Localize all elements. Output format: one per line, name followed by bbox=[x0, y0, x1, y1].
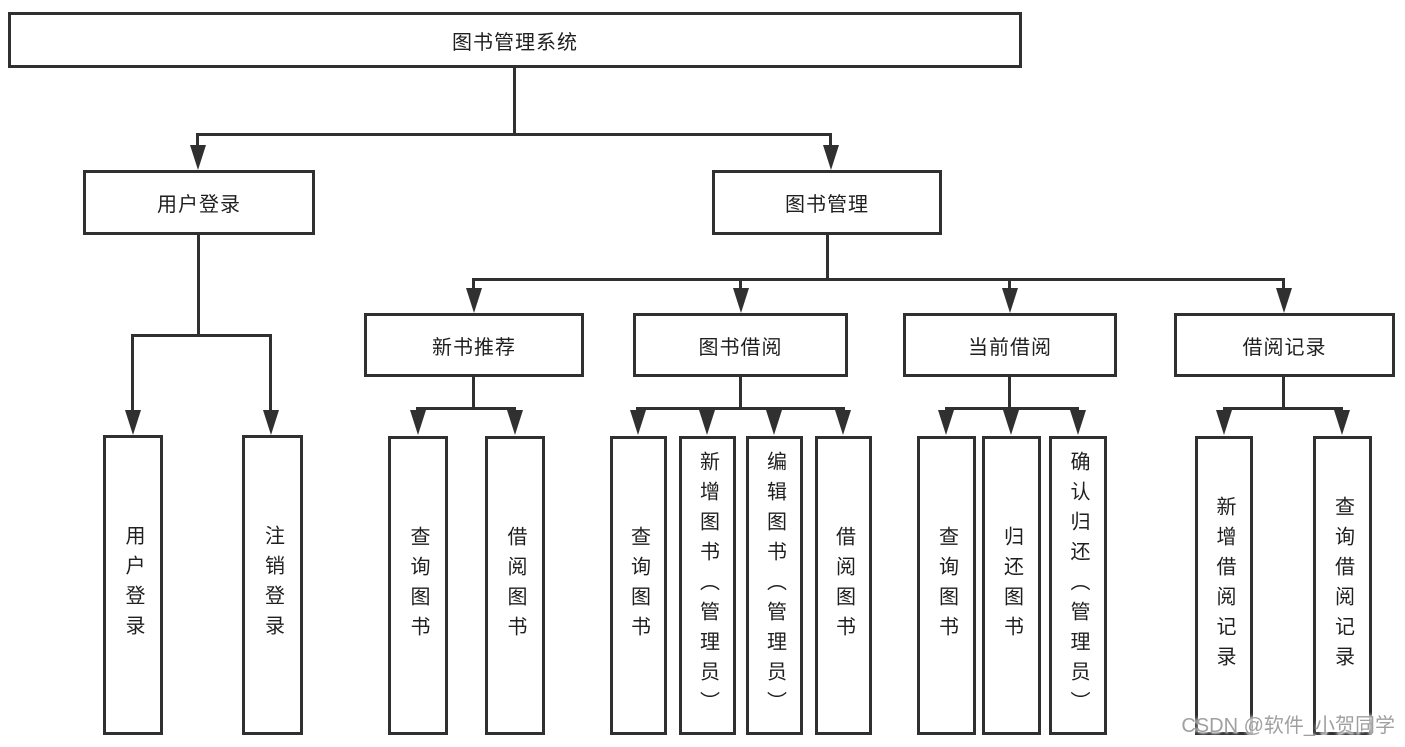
node-logout-action: 注销登录 bbox=[242, 435, 303, 735]
node-label: 新增借阅记录 bbox=[1213, 495, 1235, 676]
node-label: 归还图书 bbox=[1000, 525, 1023, 646]
arrow-down-icon bbox=[1003, 410, 1019, 435]
node-label: 用户登录 bbox=[157, 194, 241, 216]
node-borrow-borrow-books: 借阅图书 bbox=[815, 436, 872, 735]
arrow-down-icon bbox=[733, 288, 749, 313]
node-current-borrowing: 当前借阅 bbox=[903, 313, 1117, 377]
connector-recommend-hbar bbox=[416, 407, 516, 410]
node-label: 查询借阅记录 bbox=[1331, 495, 1354, 676]
node-label: 借阅记录 bbox=[1242, 336, 1327, 359]
connector-root-hbar bbox=[196, 133, 832, 136]
node-label: 用户登录 bbox=[122, 525, 144, 645]
arrow-down-icon bbox=[630, 410, 646, 435]
connector-recommend-stem bbox=[472, 377, 475, 409]
node-borrow-query-books: 查询图书 bbox=[610, 436, 667, 735]
node-user-login: 用户登录 bbox=[83, 170, 315, 235]
arrow-down-icon bbox=[507, 410, 523, 435]
node-label: 确认归还（管理员） bbox=[1067, 450, 1089, 721]
node-book-borrowing: 图书借阅 bbox=[633, 313, 848, 377]
node-label: 借阅图书 bbox=[504, 525, 526, 646]
node-borrow-add-books-admin: 新增图书（管理员） bbox=[679, 436, 736, 735]
node-borrowing-records: 借阅记录 bbox=[1174, 313, 1395, 377]
node-label: 查询图书 bbox=[935, 525, 958, 646]
node-records-add-record: 新增借阅记录 bbox=[1195, 436, 1253, 735]
node-records-query-record: 查询借阅记录 bbox=[1313, 436, 1372, 735]
arrow-down-icon bbox=[823, 145, 839, 170]
connector-current-hbar bbox=[945, 407, 1079, 410]
arrow-down-icon bbox=[699, 410, 715, 435]
connector-borrow-hbar bbox=[636, 407, 845, 410]
node-label: 编辑图书（管理员） bbox=[763, 450, 786, 721]
connector-borrow-stem bbox=[739, 377, 742, 409]
node-label: 当前借阅 bbox=[968, 336, 1052, 359]
arrow-down-icon bbox=[125, 410, 141, 435]
connector-stem bbox=[131, 334, 134, 411]
connector-records-stem bbox=[1282, 377, 1285, 409]
arrow-down-icon bbox=[766, 410, 782, 435]
connector-login-hbar bbox=[131, 334, 272, 337]
node-current-query-books: 查询图书 bbox=[917, 436, 976, 735]
arrow-down-icon bbox=[1070, 410, 1086, 435]
arrow-down-icon bbox=[190, 145, 206, 170]
arrow-down-icon bbox=[466, 288, 482, 313]
node-user-login-action: 用户登录 bbox=[103, 435, 163, 735]
arrow-down-icon bbox=[410, 410, 426, 435]
arrow-down-icon bbox=[263, 410, 279, 435]
arrow-down-icon bbox=[1002, 288, 1018, 313]
connector-stem bbox=[269, 334, 272, 411]
connector-stem bbox=[472, 278, 475, 289]
connector-stem bbox=[1282, 278, 1285, 289]
arrow-down-icon bbox=[1334, 410, 1350, 435]
csdn-watermark: CSDN @软件_小贺同学 bbox=[1181, 715, 1395, 737]
node-recommend-query-books: 查询图书 bbox=[388, 436, 448, 735]
node-current-confirm-return-admin: 确认归还（管理员） bbox=[1049, 436, 1107, 735]
node-recommend-borrow-books: 借阅图书 bbox=[485, 436, 545, 735]
node-label: 查询图书 bbox=[407, 525, 429, 646]
connector-stem bbox=[1008, 278, 1011, 289]
node-label: 查询图书 bbox=[627, 525, 650, 646]
arrow-down-icon bbox=[1276, 288, 1292, 313]
node-new-book-recommend: 新书推荐 bbox=[364, 313, 584, 377]
connector-stem bbox=[829, 133, 832, 147]
arrow-down-icon bbox=[835, 410, 851, 435]
node-current-return-books: 归还图书 bbox=[982, 436, 1041, 735]
node-label: 新增图书（管理员） bbox=[696, 450, 719, 721]
node-label: 图书借阅 bbox=[698, 336, 783, 359]
arrow-down-icon bbox=[938, 410, 954, 435]
node-label: 图书管理系统 bbox=[452, 31, 578, 54]
connector-records-hbar bbox=[1223, 407, 1343, 410]
node-label: 借阅图书 bbox=[832, 525, 855, 646]
connector-login-stem bbox=[197, 235, 200, 336]
node-label: 图书管理 bbox=[785, 194, 869, 216]
connector-stem bbox=[196, 133, 199, 147]
node-label: 新书推荐 bbox=[432, 336, 516, 359]
connector-stem bbox=[739, 278, 742, 289]
connector-management-stem bbox=[826, 235, 829, 281]
node-library-management-system: 图书管理系统 bbox=[8, 12, 1022, 68]
connector-management-hbar bbox=[472, 278, 1285, 281]
connector-root-stem bbox=[513, 68, 516, 134]
node-book-management: 图书管理 bbox=[712, 170, 942, 235]
arrow-down-icon bbox=[1216, 410, 1232, 435]
node-label: 注销登录 bbox=[261, 525, 284, 645]
connector-current-stem bbox=[1008, 377, 1011, 409]
node-borrow-edit-books-admin: 编辑图书（管理员） bbox=[746, 436, 803, 735]
